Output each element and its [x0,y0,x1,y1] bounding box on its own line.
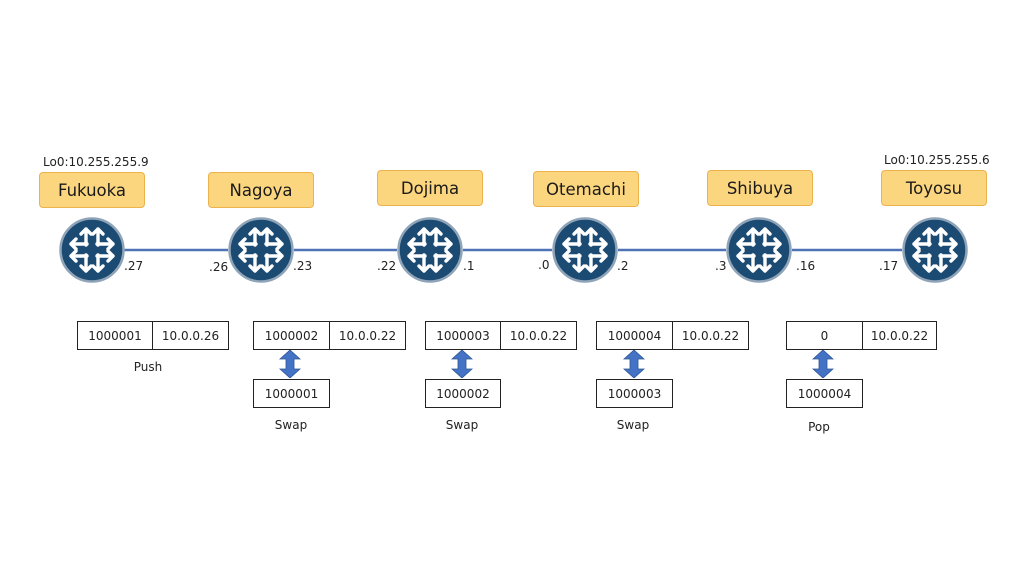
port-label-shibuya-east: .16 [796,259,816,273]
operation-label: Swap [274,418,308,432]
router-name-toyosu: Toyosu [881,170,987,206]
router-name-shibuya: Shibuya [707,170,813,206]
router-name-nagoya: Nagoya [208,172,314,208]
double-arrow-icon [279,350,301,378]
port-label-otemachi-east: .2 [617,259,629,273]
operation-label: Swap [445,418,479,432]
port-label-nagoya-east: .23 [293,259,313,273]
router-name-otemachi: Otemachi [533,171,639,207]
operation-label: Swap [616,418,650,432]
next-hop-cell: 10.0.0.22 [329,321,406,350]
double-arrow-icon [623,350,645,378]
in-label-cell: 1000002 [425,379,501,408]
out-label-cell: 1000003 [425,321,501,350]
next-hop-cell: 10.0.0.26 [152,321,229,350]
port-label-otemachi-west: .0 [538,258,550,272]
out-label-cell: 0 [786,321,863,350]
out-label-cell: 1000002 [253,321,330,350]
double-arrow-icon [451,350,473,378]
router-icon [552,217,618,283]
in-label-cell: 1000001 [253,379,330,408]
next-hop-cell: 10.0.0.22 [672,321,749,350]
in-label-cell: 1000003 [596,379,673,408]
router-name-dojima: Dojima [377,170,483,206]
in-label-cell: 1000004 [786,379,863,408]
out-label-cell: 1000004 [596,321,673,350]
router-icon [902,217,968,283]
operation-label: Push [133,360,163,374]
operation-label: Pop [808,420,830,434]
double-arrow-icon [812,350,834,378]
port-label-fukuoka: .27 [124,259,144,273]
next-hop-cell: 10.0.0.22 [500,321,577,350]
router-icon [397,217,463,283]
out-label-cell: 1000001 [77,321,153,350]
port-label-shibuya-west: .3 [715,259,727,273]
port-label-nagoya-west: .26 [209,260,229,274]
router-icon [59,217,125,283]
port-label-dojima-east: .1 [463,259,475,273]
router-icon [228,217,294,283]
port-label-dojima-west: .22 [377,259,397,273]
port-label-toyosu: .17 [879,259,899,273]
router-icon [726,217,792,283]
loopback-label-fukuoka: Lo0:10.255.255.9 [43,155,149,169]
router-name-fukuoka: Fukuoka [39,172,145,208]
loopback-label-toyosu: Lo0:10.255.255.6 [884,153,990,167]
next-hop-cell: 10.0.0.22 [862,321,937,350]
